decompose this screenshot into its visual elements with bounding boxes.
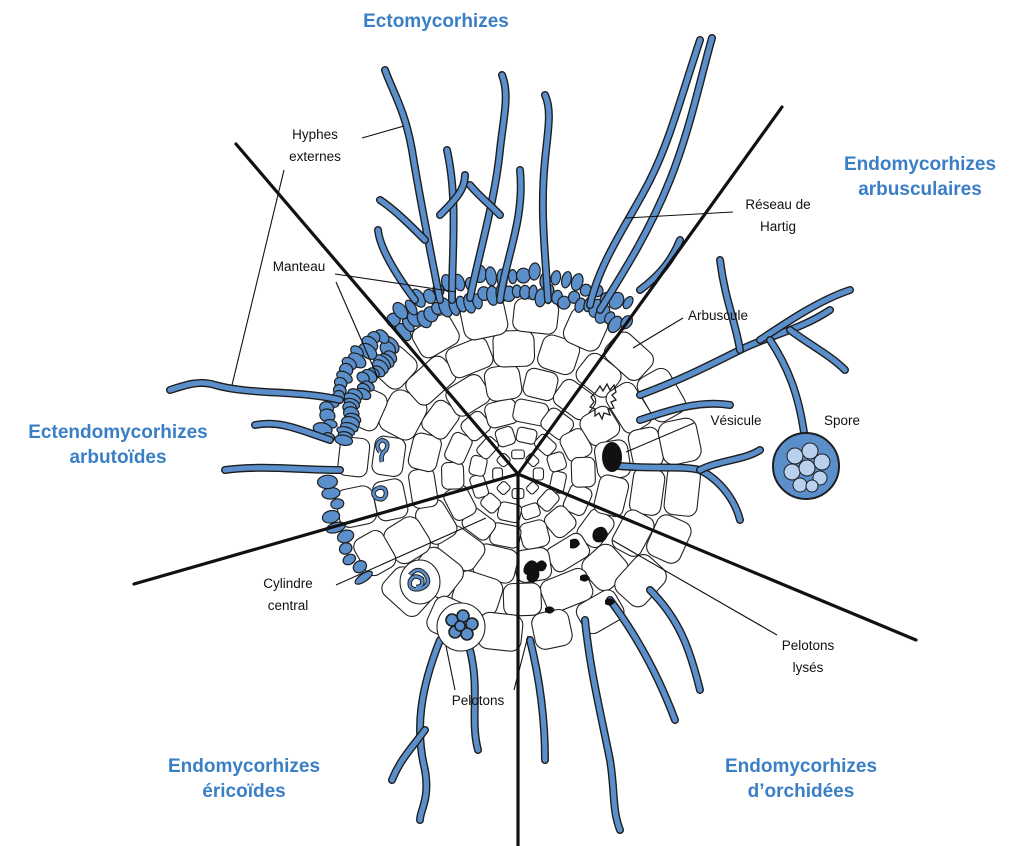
label-manteau: Manteau [273, 259, 326, 274]
title-ectendo-line1: Ectendomycorhizes [28, 422, 208, 443]
label-pelotons-lyses-line1: Pelotons [782, 638, 835, 653]
mantle-cell [528, 263, 541, 281]
mantle-cell [516, 268, 530, 283]
title-orchidees-line2: d’orchidées [748, 781, 855, 802]
label-arbuscule: Arbuscule [688, 308, 748, 323]
root-cell [441, 462, 464, 489]
label-cylindre-line1: Cylindre [263, 576, 313, 591]
mantle-cell [550, 270, 562, 286]
title-arbusculaires-line1: Endomycorhizes [844, 154, 996, 175]
root-cell [571, 457, 595, 487]
root-cell [503, 583, 542, 617]
label-pelotons: Pelotons [452, 693, 505, 708]
title-ericoides-line1: Endomycorhizes [168, 756, 320, 777]
label-reseau-line2: Hartig [760, 219, 796, 234]
hypha [170, 383, 340, 400]
mantle-cell [317, 475, 337, 489]
root-cell [530, 608, 574, 651]
root-cell [371, 435, 407, 477]
label-hyphes-line2: externes [289, 149, 341, 164]
title-orchidees-line1: Endomycorhizes [725, 756, 877, 777]
title-ectendo-line2: arbutoïdes [69, 447, 166, 468]
label-pelotons-lyses-line2: lysés [793, 660, 824, 675]
root-cell [533, 468, 543, 480]
label-reseau-line1: Réseau de [745, 197, 810, 212]
root-cell [520, 502, 541, 521]
label-cylindre-line2: central [268, 598, 309, 613]
root-cell [628, 467, 666, 517]
hypha [720, 260, 740, 350]
mantle-cell [484, 266, 497, 286]
vesicule-shape [602, 442, 622, 472]
hypha [610, 600, 675, 720]
root-cell [493, 330, 535, 367]
title-arbusculaires-line2: arbusculaires [858, 179, 982, 200]
title-ericoides-line2: éricoïdes [202, 781, 285, 802]
hypha [790, 330, 845, 370]
hypha [640, 240, 680, 290]
title-ectomycorhizes: Ectomycorhizes [363, 11, 509, 32]
label-spore: Spore [824, 413, 860, 428]
root-cell [483, 363, 523, 402]
hypha [700, 450, 760, 470]
root-cell [512, 450, 525, 459]
hypha [585, 620, 620, 830]
label-hyphes-line1: Hyphes [292, 127, 338, 142]
hypha [225, 468, 340, 470]
root-cell [496, 480, 511, 495]
label-vesicule: Vésicule [710, 413, 761, 428]
